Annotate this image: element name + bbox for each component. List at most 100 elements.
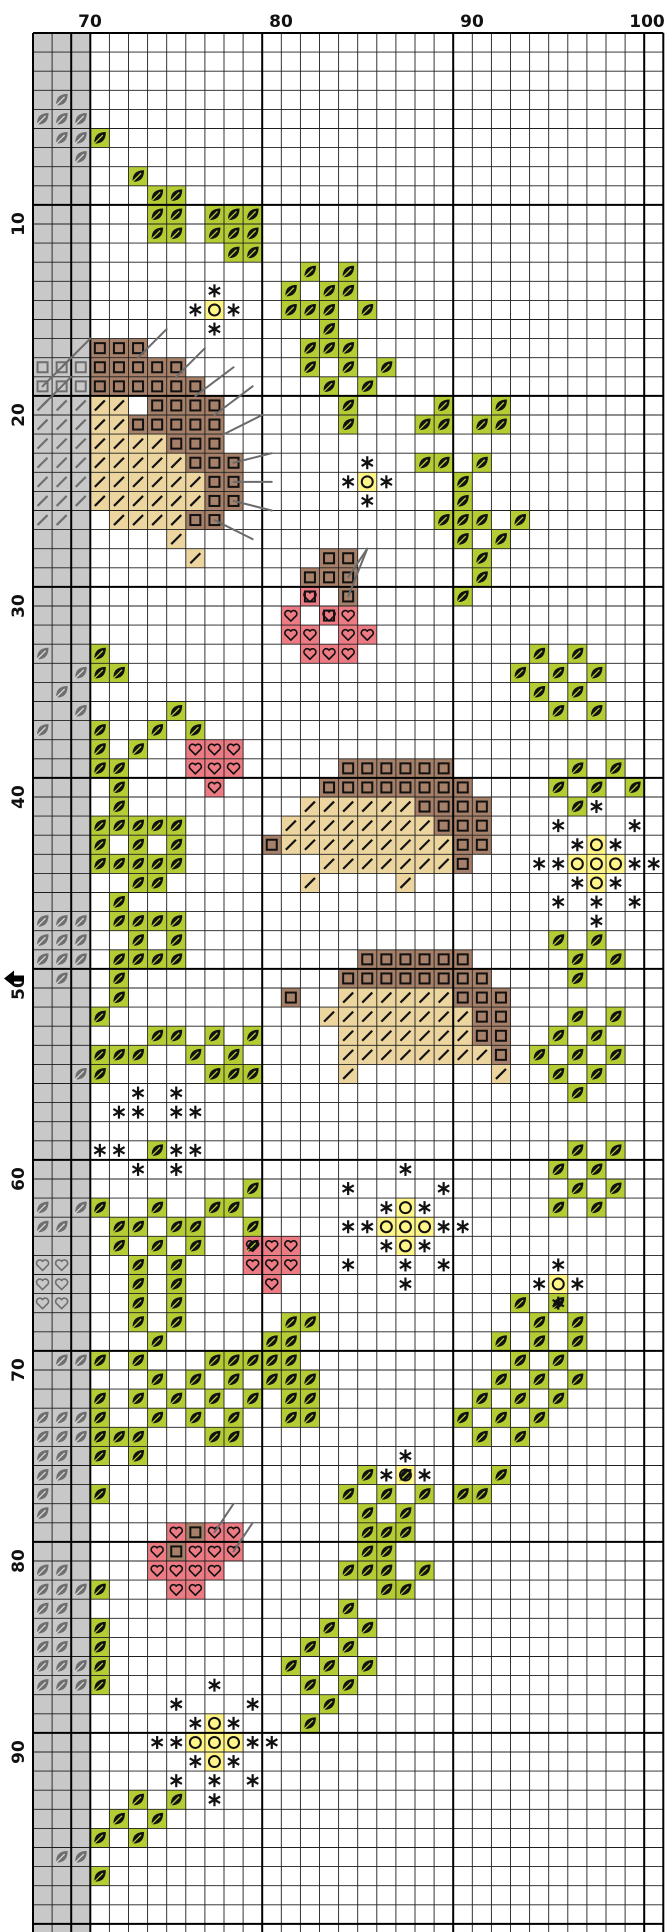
stitch-cell-pink — [186, 759, 205, 778]
stitch-cell-brown — [472, 835, 491, 854]
stitch-cell-brown — [205, 434, 224, 453]
stitch-cell-brown — [453, 854, 472, 873]
stitch-cell-brown — [491, 1007, 510, 1026]
row-tick-label: 70 — [9, 1358, 29, 1382]
stitch-cell-brown — [415, 969, 434, 988]
stitch-cell-yellow — [587, 835, 606, 854]
stitch-cell-brown — [148, 377, 167, 396]
stitch-cell-yellow — [396, 1198, 415, 1217]
stitch-cell-brown — [186, 453, 205, 472]
stitch-cell-brown — [148, 396, 167, 415]
stitch-cell-pink — [339, 606, 358, 625]
stitch-cell-brown — [472, 1007, 491, 1026]
stitch-cell-brown — [262, 835, 281, 854]
stitch-cell-brown — [205, 415, 224, 434]
stitch-cell-yellow — [377, 1217, 396, 1236]
row-tick-label: 20 — [9, 403, 29, 427]
stitch-cell-brown — [109, 377, 128, 396]
stitch-cell-brown — [434, 816, 453, 835]
stitch-cell-brown — [129, 339, 148, 358]
stitch-cell-brown — [415, 797, 434, 816]
stitch-cell-brown — [109, 358, 128, 377]
row-tick-label: 40 — [9, 785, 29, 809]
stitch-cell-yellow — [186, 1733, 205, 1752]
stitch-cell-yellow — [205, 300, 224, 319]
stitch-cell-pink — [186, 1542, 205, 1561]
stitch-cell-brown — [186, 415, 205, 434]
stitch-cell-yellow — [205, 1752, 224, 1771]
stitch-cell-brown — [453, 988, 472, 1007]
stitch-cell-pink — [300, 625, 319, 644]
column-tick-label: 100 — [629, 12, 665, 32]
stitch-cell-pink — [262, 1275, 281, 1294]
stitch-cell-brown — [339, 969, 358, 988]
stitch-cell-brown — [434, 950, 453, 969]
row-tick-label: 80 — [9, 1549, 29, 1573]
stitch-cell-pink — [167, 1523, 186, 1542]
stitch-cell-yellow — [205, 1733, 224, 1752]
stitch-cell-brown — [186, 434, 205, 453]
stitch-cell-yellow — [205, 1714, 224, 1733]
stitch-cell-brown — [109, 339, 128, 358]
stitch-cell-brown — [167, 1542, 186, 1561]
stitch-cell-yellow — [587, 873, 606, 892]
stitch-cell-brown — [339, 759, 358, 778]
stitch-cell-brown — [491, 1026, 510, 1045]
stitch-cell-pink — [167, 1561, 186, 1580]
stitch-cell-brown — [167, 434, 186, 453]
stitch-cell-brown — [396, 950, 415, 969]
stitch-cell-brown — [358, 759, 377, 778]
stitch-cell-brown — [167, 415, 186, 434]
stitch-cell-brown — [205, 491, 224, 510]
stitch-cell-brown — [472, 1026, 491, 1045]
stitch-cell-brown — [453, 835, 472, 854]
stitch-cell-brown — [453, 778, 472, 797]
stitch-cell-pink — [281, 606, 300, 625]
stitch-cell-brown — [148, 415, 167, 434]
stitch-cell-brown — [300, 568, 319, 587]
stitch-cell-pink — [205, 740, 224, 759]
row-tick-label: 90 — [9, 1740, 29, 1764]
stitch-cell-pink — [300, 587, 319, 606]
stitch-cell-brown — [358, 778, 377, 797]
stitch-cell-brown — [90, 339, 109, 358]
stitch-cell-brown — [129, 415, 148, 434]
stitch-cell-brown — [472, 816, 491, 835]
stitch-cell-brown — [339, 778, 358, 797]
stitch-cell-brown — [186, 1523, 205, 1542]
stitch-cell-pink — [358, 625, 377, 644]
column-tick-label: 70 — [78, 12, 102, 32]
stitch-cell-pink — [224, 759, 243, 778]
stitch-cell-brown — [472, 797, 491, 816]
stitch-cell-brown — [167, 396, 186, 415]
stitch-cell-pink — [300, 644, 319, 663]
stitch-cell-brown — [339, 549, 358, 568]
stitch-cell-yellow — [224, 1733, 243, 1752]
stitch-cell-pink — [186, 1580, 205, 1599]
stitch-cell-brown — [129, 377, 148, 396]
stitch-cell-brown — [320, 778, 339, 797]
stitch-cell-yellow — [396, 1217, 415, 1236]
stitch-cell-brown — [396, 969, 415, 988]
stitch-cell-brown — [377, 778, 396, 797]
row-tick-labels: 102030405060708090 — [9, 212, 29, 1764]
stitch-cell-brown — [205, 472, 224, 491]
stitch-cell-pink — [281, 625, 300, 644]
stitch-cell-brown — [281, 988, 300, 1007]
stitch-cell-pink — [205, 1561, 224, 1580]
stitch-cell-yellow — [587, 854, 606, 873]
column-tick-labels: 70 80 90 100 — [78, 12, 665, 32]
stitch-cell-brown — [396, 759, 415, 778]
stitch-cell-brown — [434, 759, 453, 778]
stitch-cell-brown — [472, 969, 491, 988]
stitch-cell-pink — [205, 759, 224, 778]
stitch-cell-brown — [491, 1045, 510, 1064]
stitch-cell-brown — [148, 358, 167, 377]
stitch-cell-pink — [243, 1255, 262, 1274]
stitch-cell-brown — [320, 549, 339, 568]
stitch-cell-yellow — [358, 472, 377, 491]
stitch-cell-brown — [129, 358, 148, 377]
stitch-cell-brown — [415, 759, 434, 778]
stitch-cell-brown — [396, 778, 415, 797]
